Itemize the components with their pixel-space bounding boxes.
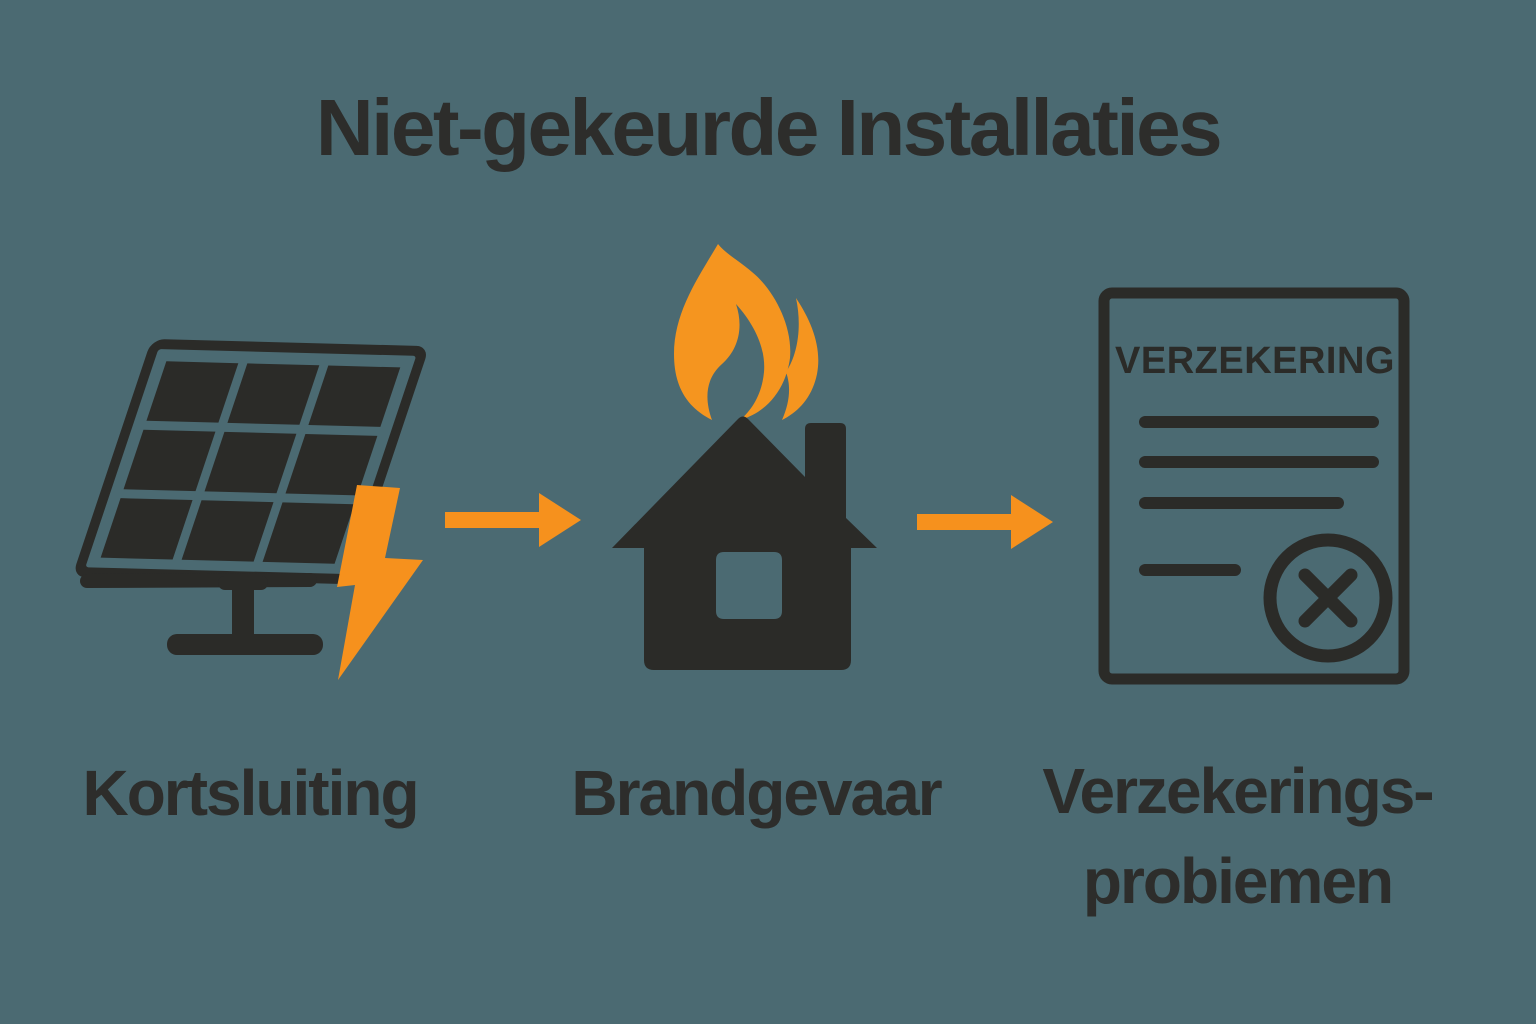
document-heading: VERZEKERING: [1115, 340, 1395, 382]
label-kortsluiting: Kortsluiting: [82, 757, 419, 829]
stand-base: [167, 634, 323, 655]
burning-house-icon: [612, 244, 877, 670]
panel-rail: [80, 573, 317, 588]
house-icon: [612, 416, 877, 670]
label-brandgevaar: Brandgevaar: [571, 757, 942, 829]
document-outline: [1098, 287, 1410, 685]
solar-panel-short-circuit-icon: [75, 339, 426, 680]
page-title: Niet-gekeurde Installaties: [315, 83, 1223, 172]
lightning-bolt-icon: [337, 485, 423, 680]
arrow-right-icon: [445, 493, 581, 547]
arrow-right-icon: [917, 495, 1053, 549]
label-verzekeringsproblemen-line2: probiemen: [1082, 845, 1394, 917]
label-verzekeringsproblemen-line1: Verzekerings-: [1042, 755, 1434, 827]
solar-panel-icon: [75, 339, 426, 655]
x-circle-icon: [1263, 533, 1393, 663]
flame-right-tongue-icon: [782, 298, 819, 420]
rejected-insurance-document-icon: VERZEKERING: [1098, 287, 1410, 685]
flame-icon: [674, 244, 791, 420]
label-verzekeringsproblemen: Verzekerings- probiemen: [985, 746, 1490, 926]
stand-pole: [232, 580, 254, 642]
